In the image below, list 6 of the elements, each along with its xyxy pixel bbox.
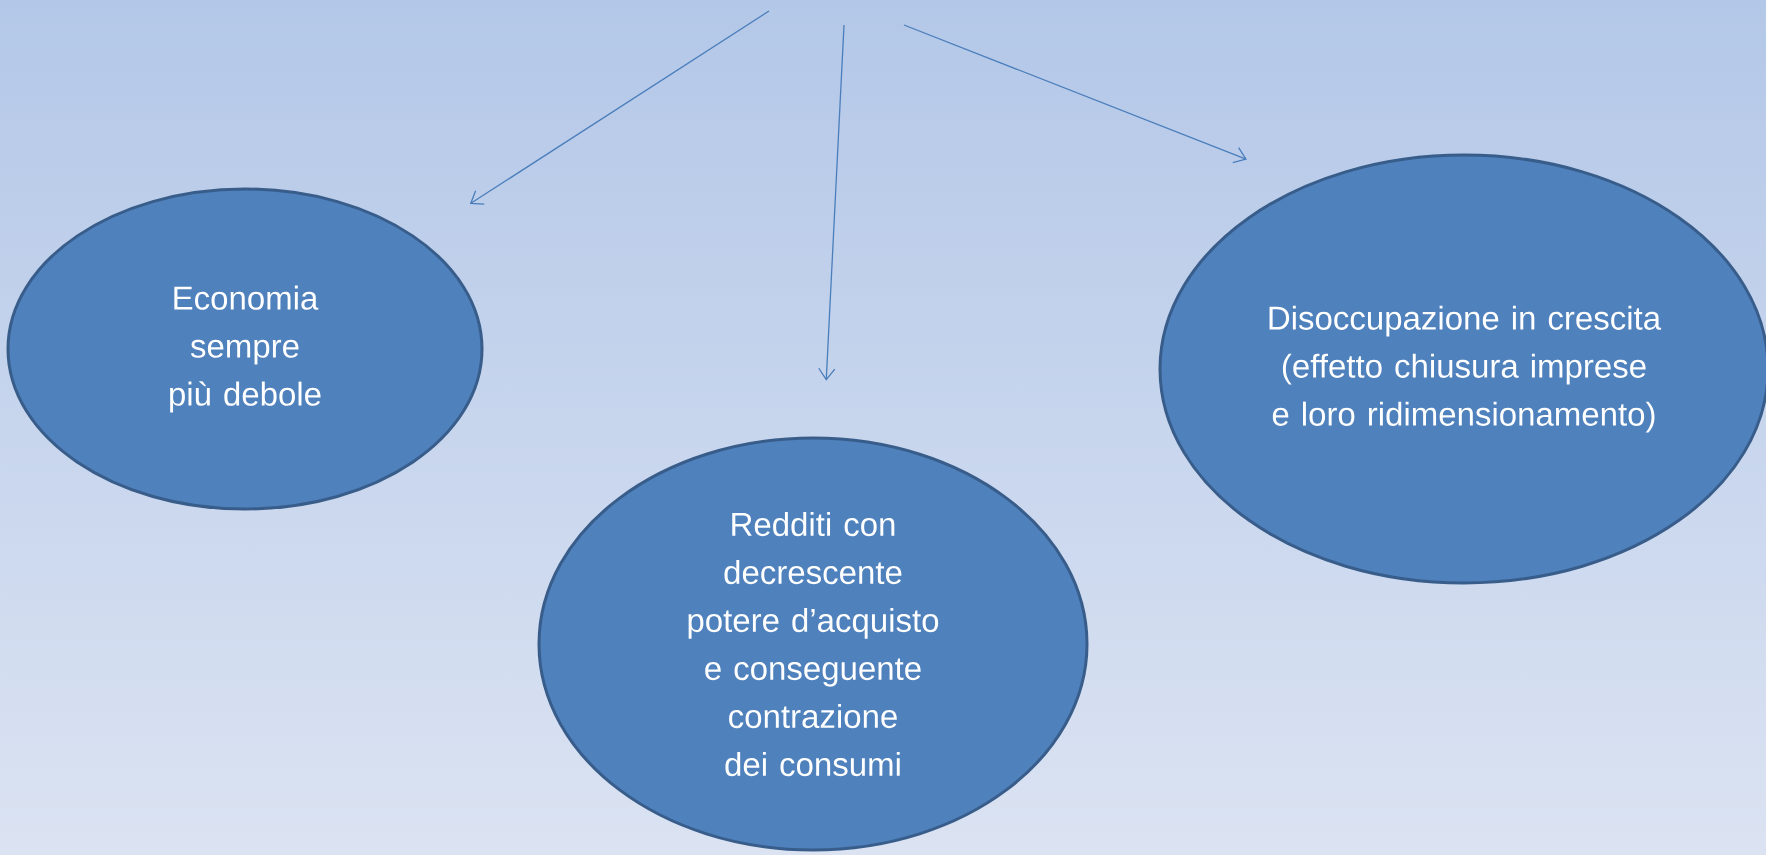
ellipse-node: Economia sempre più debole bbox=[6, 187, 484, 511]
arrow bbox=[903, 24, 1247, 164]
ellipse-node: Redditi con decrescente potere d’acquisto e conseguente contrazione dei consumi bbox=[537, 436, 1089, 852]
ellipse-node: Disoccupazione in crescita (effetto chiusura imprese e loro ridimensionamento) bbox=[1158, 153, 1766, 585]
arrow bbox=[469, 10, 770, 205]
arrow bbox=[818, 24, 845, 381]
